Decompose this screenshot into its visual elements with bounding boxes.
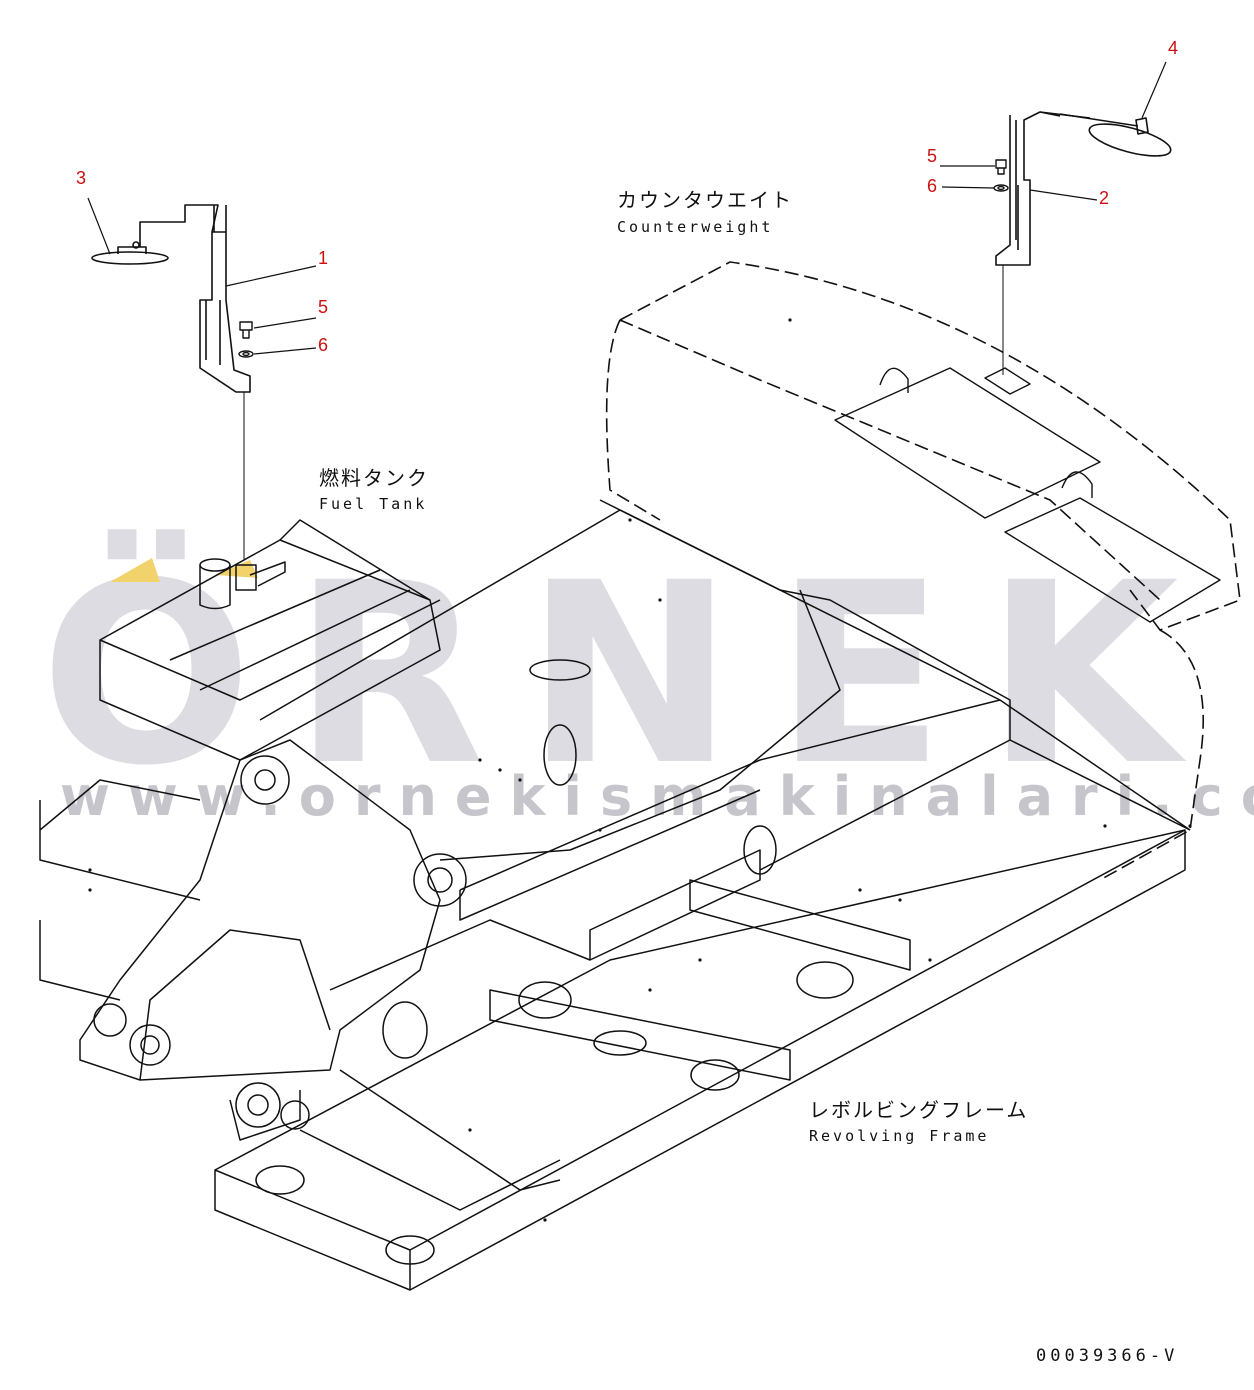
callout-5-left: 5 xyxy=(318,297,329,317)
counterweight-label-jp: カウンタウエイト xyxy=(617,188,793,212)
leader-lines xyxy=(87,61,1167,355)
left-bolt-washer xyxy=(238,321,254,358)
callout-5-right: 5 xyxy=(927,146,938,166)
left-mirror-stay xyxy=(139,204,251,560)
callout-4-right: 4 xyxy=(1168,38,1179,58)
fuel-tank-label-jp: 燃料タンク xyxy=(319,466,429,490)
left-mirror xyxy=(91,241,169,265)
counterweight-step-plate xyxy=(834,367,1221,623)
callout-6-left: 6 xyxy=(318,335,329,355)
revolving-frame-label-jp: レボルビングフレーム xyxy=(809,1098,1029,1122)
revolving-frame xyxy=(39,499,1191,1291)
watermark-url: www.ornekismakinalari.com.tr xyxy=(60,765,1254,828)
right-bolt-washer xyxy=(993,159,1009,192)
counterweight xyxy=(605,261,1241,881)
revolving-frame-label-en: Revolving Frame xyxy=(809,1127,990,1145)
frame-detail-dots xyxy=(88,318,1192,1222)
right-mirror-stay xyxy=(995,111,1139,375)
callout-1-left: 1 xyxy=(318,248,329,268)
watermark-accent xyxy=(110,558,160,582)
callout-2-right: 2 xyxy=(1099,188,1110,208)
fuel-tank-label-en: Fuel Tank xyxy=(319,495,428,513)
counterweight-label-en: Counterweight xyxy=(617,218,774,236)
callout-6-right: 6 xyxy=(927,176,938,196)
callout-3-left: 3 xyxy=(76,168,87,188)
drawing-number: 00039366-V xyxy=(1036,1346,1179,1366)
right-mirror xyxy=(1088,117,1172,157)
